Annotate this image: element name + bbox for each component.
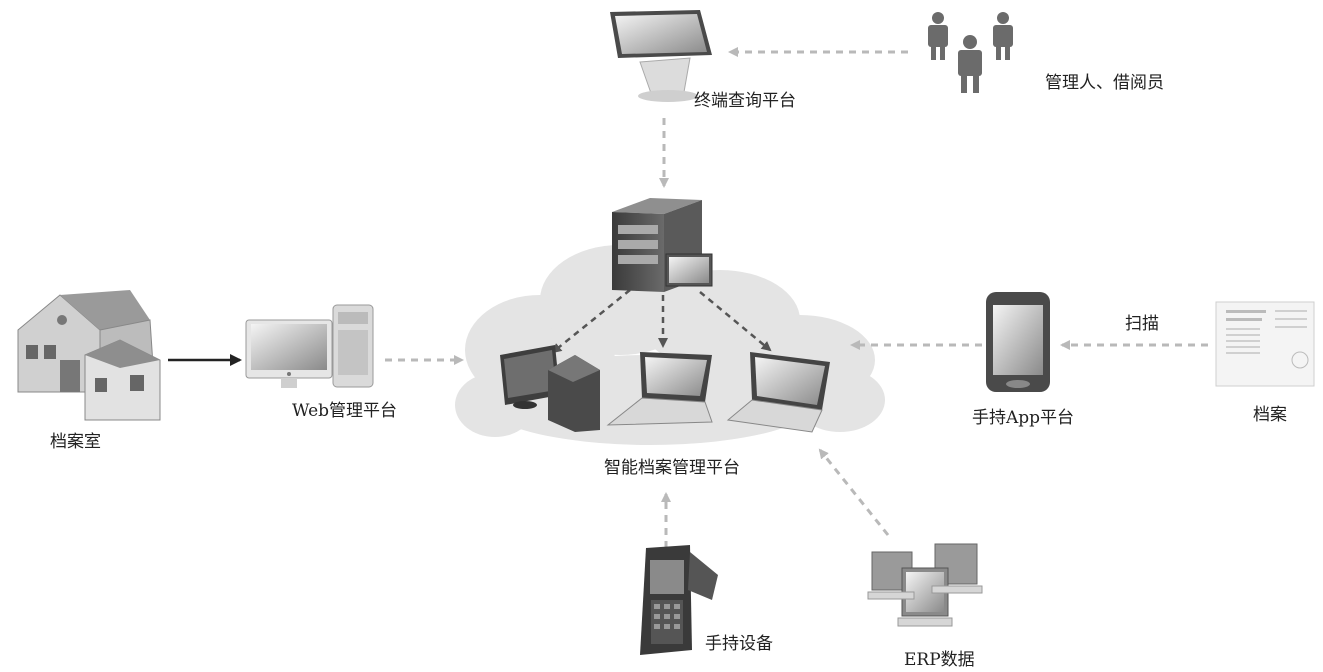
label-web-platform: Web管理平台 [292, 401, 398, 421]
touch-kiosk-icon [610, 10, 712, 102]
label-archive-room: 档案室 [50, 432, 101, 452]
rfid-scanner-icon [640, 545, 718, 655]
smartphone-icon [986, 292, 1050, 392]
label-scan: 扫描 [1125, 314, 1159, 334]
desktop-computer-icon [245, 304, 374, 388]
erp-monitors-icon [867, 543, 983, 627]
label-handheld-device: 手持设备 [705, 634, 773, 654]
document-icon [1215, 301, 1315, 387]
label-terminal-query-platform: 终端查询平台 [694, 91, 796, 111]
label-managers-borrowers: 管理人、借阅员 [1045, 73, 1164, 93]
cloud-desktop-icon [500, 345, 600, 432]
arrow-erp-to-center [818, 448, 890, 536]
building-icon [17, 290, 161, 421]
label-erp-data: ERP数据 [904, 650, 975, 670]
label-handheld-app-platform: 手持App平台 [972, 408, 1075, 428]
label-smart-archive-platform: 智能档案管理平台 [604, 458, 740, 478]
cloud-laptop-icon [606, 352, 713, 426]
arrow-server-to-laptop2 [699, 291, 772, 352]
arrow-server-to-desktop [551, 289, 631, 354]
cloud-laptop-icon [726, 352, 830, 433]
businessmen-icon [928, 12, 1013, 93]
label-archive: 档案 [1253, 405, 1287, 425]
server-tower-icon [612, 198, 713, 292]
